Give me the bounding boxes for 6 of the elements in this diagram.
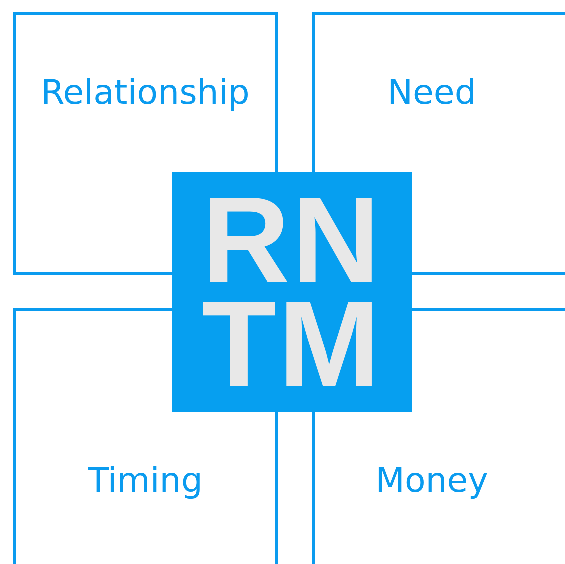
acronym-text: RN TM: [200, 188, 384, 396]
quadrant-label: Need: [386, 73, 478, 113]
quadrant-label: Timing: [87, 461, 204, 501]
center-square: [172, 172, 412, 412]
quadrant-label: Money: [374, 461, 490, 501]
quadrant-label: Relationship: [40, 73, 251, 113]
